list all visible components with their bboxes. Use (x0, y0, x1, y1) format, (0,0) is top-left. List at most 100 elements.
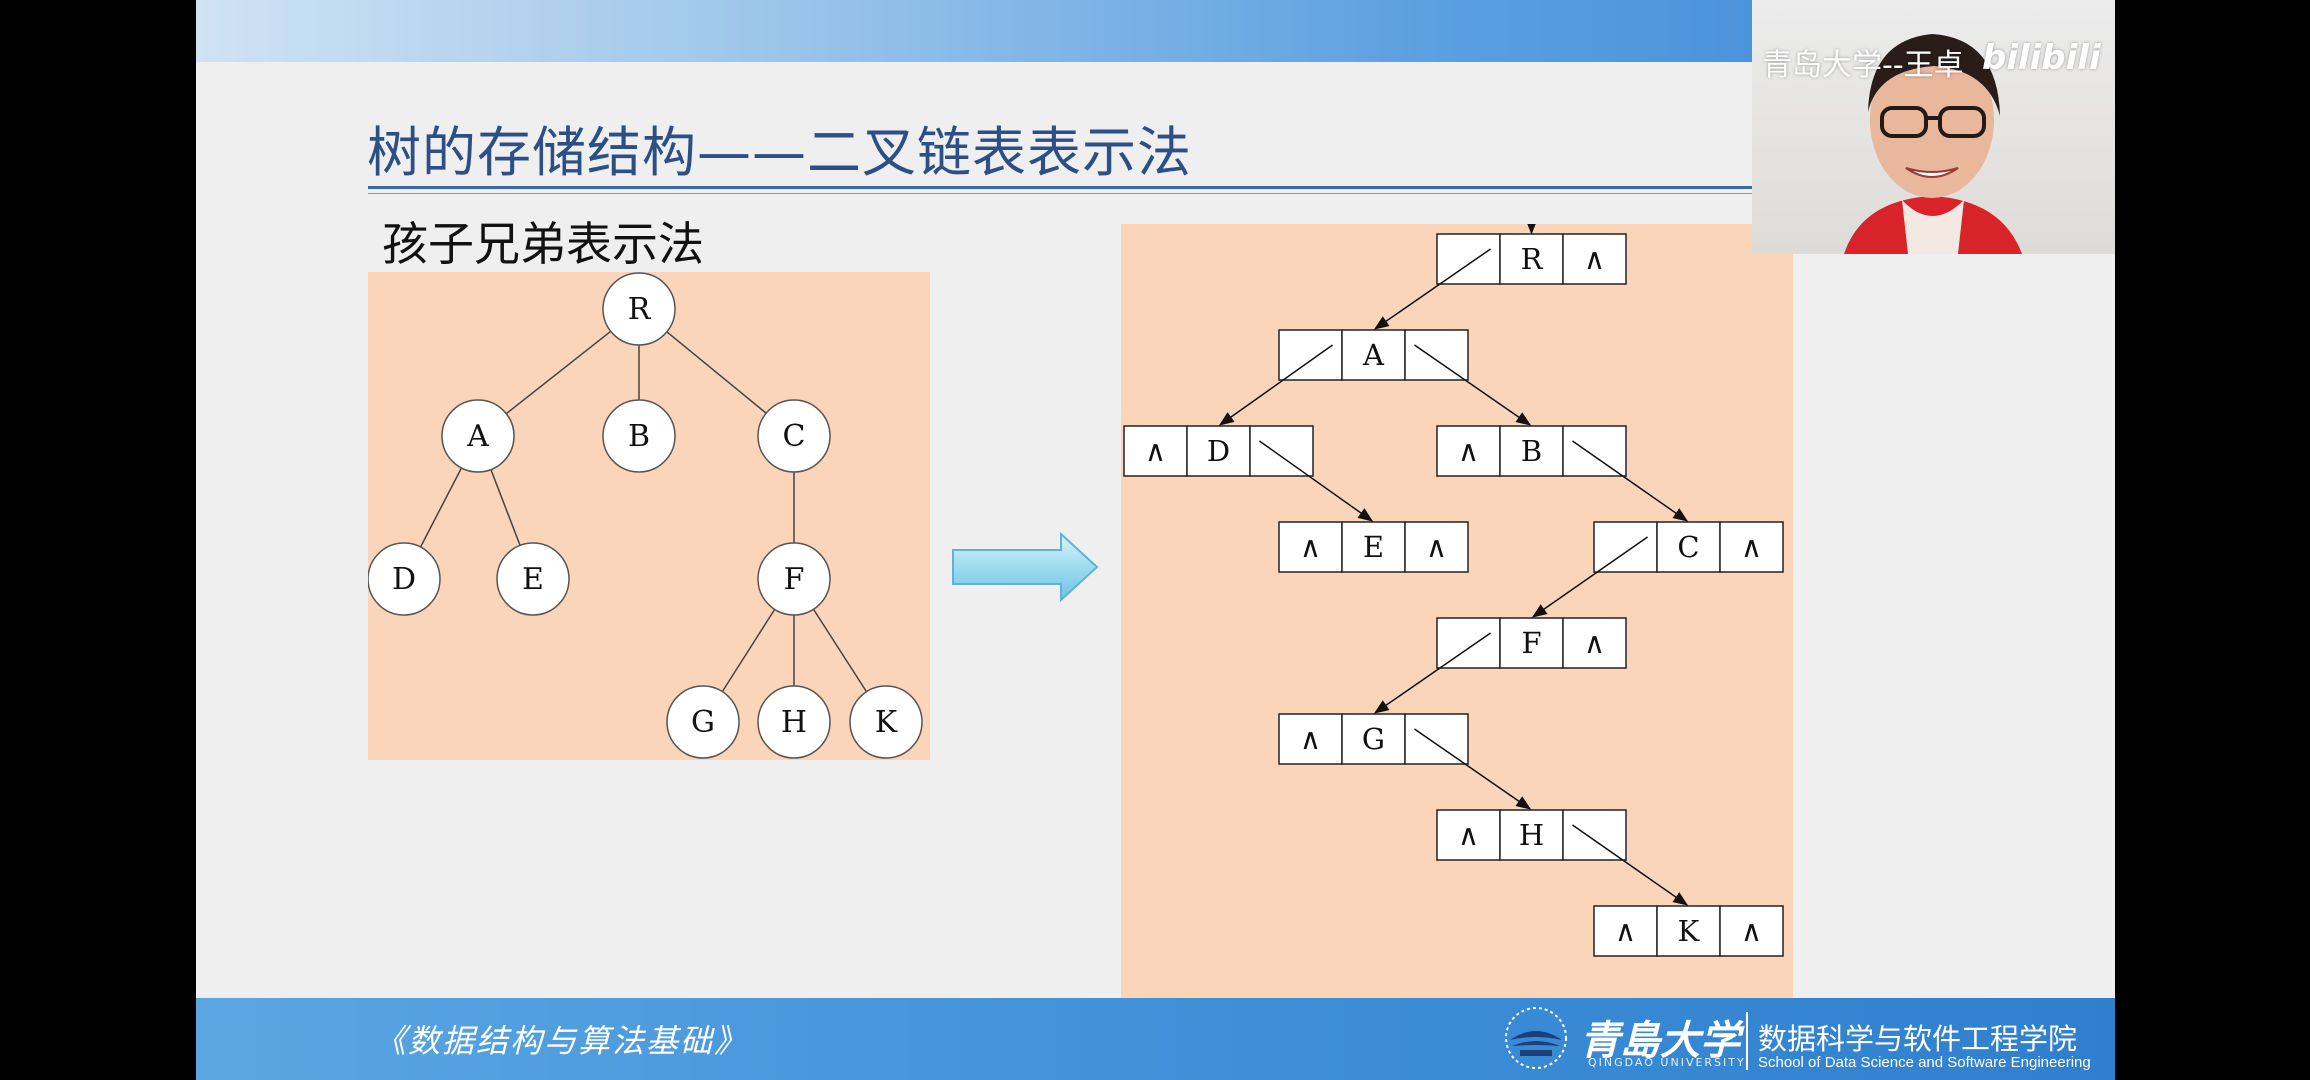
null-pointer-label: ∧ (1145, 434, 1166, 468)
slide-subtitle: 孩子兄弟表示法 (382, 217, 704, 271)
nextsibling-cell (1562, 617, 1627, 669)
list-node: C∧ (1593, 521, 1784, 573)
null-pointer-label: ∧ (1741, 914, 1762, 948)
list-node: ∧B (1436, 425, 1627, 477)
university-name-en: QINGDAO UNIVERSITY (1588, 1056, 1746, 1069)
null-pointer-label: ∧ (1615, 914, 1636, 948)
tree-node (368, 542, 441, 616)
binary-list-svg: R∧A∧D∧B∧E∧C∧F∧∧G∧H∧K∧ (1123, 224, 1784, 957)
tree-node-label: E (522, 562, 544, 597)
list-node: ∧G (1278, 713, 1469, 765)
data-cell (1186, 425, 1251, 477)
tree-node-label: K (875, 705, 898, 740)
tree-edge (419, 467, 463, 548)
tree-edge (721, 608, 776, 693)
school-name-en: School of Data Science and Software Engi… (1758, 1054, 2091, 1071)
null-pointer-label: ∧ (1300, 722, 1321, 756)
tree-node-label: C (783, 419, 806, 454)
list-node: F∧ (1436, 617, 1627, 669)
list-node-label: K (1678, 914, 1701, 948)
tree-edge (505, 330, 612, 415)
school-name-cn: 数据科学与软件工程学院 (1758, 1022, 2078, 1056)
tree-node (757, 542, 831, 616)
null-pointer-label: ∧ (1426, 530, 1447, 564)
data-cell (1341, 521, 1406, 573)
null-pointer-label: ∧ (1741, 530, 1762, 564)
binary-list-diagram: R∧A∧D∧B∧E∧C∧F∧∧G∧H∧K∧ (1121, 224, 1793, 998)
tree-edge (490, 469, 521, 546)
tree-node (757, 685, 831, 759)
list-node-label: D (1207, 434, 1230, 468)
pointer-arrow (1572, 824, 1689, 906)
nextsibling-cell (1404, 521, 1469, 573)
data-cell (1656, 521, 1721, 573)
null-pointer-label: ∧ (1458, 818, 1479, 852)
tree-node-label: H (781, 705, 807, 740)
bilibili-watermark: bilibili (1982, 38, 2101, 78)
nextsibling-cell (1404, 329, 1469, 381)
null-pointer-label: ∧ (1584, 242, 1605, 276)
tree-node-label: A (466, 419, 489, 454)
pointer-arrow (1373, 248, 1491, 330)
firstchild-cell (1436, 233, 1501, 285)
tree-node (441, 399, 515, 473)
presenter-avatar (1844, 34, 2022, 254)
list-node: ∧H (1436, 809, 1627, 861)
list-node-label: F (1521, 626, 1541, 660)
list-node-label: B (1521, 434, 1542, 468)
list-node-label: E (1363, 530, 1384, 564)
right-arrow-icon (952, 532, 1099, 602)
firstchild-cell (1123, 425, 1188, 477)
firstchild-cell (1436, 617, 1501, 669)
course-name: 《数据结构与算法基础》 (374, 1022, 749, 1060)
tree-node (602, 399, 676, 473)
list-node: ∧D (1123, 425, 1314, 477)
tree-node-label: F (784, 562, 805, 597)
nextsibling-cell (1404, 713, 1469, 765)
tree-edge (666, 331, 767, 414)
nextsibling-cell (1719, 521, 1784, 573)
pointer-arrow (1572, 440, 1689, 522)
tree-node (757, 399, 831, 473)
presenter-label: 青岛大学--王卓 (1762, 48, 1964, 83)
null-pointer-label: ∧ (1584, 626, 1605, 660)
list-node-label: R (1521, 242, 1544, 276)
tree-edge (812, 608, 868, 693)
list-node-label: A (1362, 338, 1385, 372)
list-node: ∧ E ∧ (1278, 521, 1469, 573)
firstchild-cell (1593, 521, 1658, 573)
pointer-arrow (1414, 344, 1532, 426)
slide-title: 树的存储结构——二叉链表表示法 (367, 121, 1192, 184)
pointer-arrow (1373, 632, 1491, 714)
bottom-band (196, 998, 2115, 1080)
data-cell (1499, 809, 1564, 861)
list-node: A (1278, 329, 1469, 381)
tree-node (602, 272, 676, 346)
nextsibling-cell (1562, 425, 1627, 477)
pointer-arrow (1259, 440, 1374, 522)
pointer-arrow (1218, 344, 1333, 426)
list-node-label: G (1362, 722, 1385, 756)
tree-node-label: R (628, 292, 652, 327)
null-pointer-label: ∧ (1458, 434, 1479, 468)
data-cell (1656, 905, 1721, 957)
nextsibling-cell (1249, 425, 1314, 477)
nextsibling-cell (1562, 233, 1627, 285)
list-node: ∧ K ∧ (1593, 905, 1784, 957)
university-name: 青島大学 (1580, 1017, 1740, 1064)
nextsibling-cell (1719, 905, 1784, 957)
pointer-arrow (1531, 536, 1648, 618)
nextsibling-cell (1562, 809, 1627, 861)
tree-node-label: B (628, 419, 650, 454)
list-node-label: C (1677, 530, 1699, 564)
footer-divider (1746, 1012, 1748, 1070)
list-node: R∧ (1436, 233, 1627, 285)
firstchild-cell (1278, 329, 1343, 381)
tree-node (849, 685, 923, 759)
list-node-label: H (1519, 818, 1544, 852)
title-rule-thin (368, 193, 1968, 194)
firstchild-cell (1278, 713, 1343, 765)
null-pointer-label: ∧ (1300, 530, 1321, 564)
